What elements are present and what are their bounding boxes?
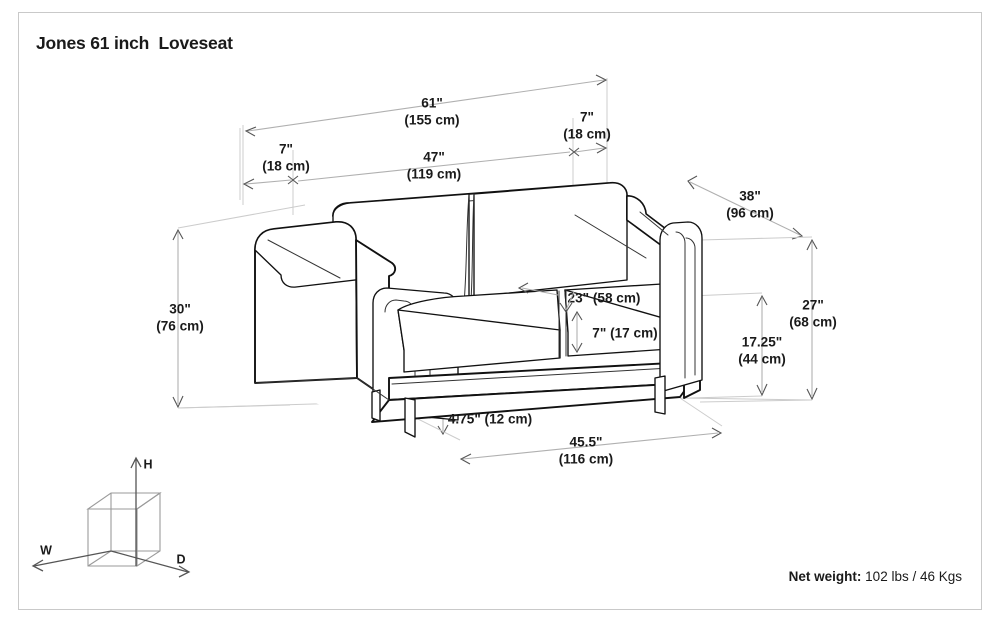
base-rail-line <box>391 366 689 385</box>
arrow-seat-depth-left <box>517 282 529 294</box>
legend-label-depth: D <box>176 552 185 566</box>
leg-front-left <box>404 397 416 438</box>
arm-left-crease <box>267 239 341 279</box>
ext-line-455-right <box>679 397 723 427</box>
ext-line-1725-bottom <box>689 395 763 399</box>
dim-label-height-metric: (76 cm) <box>156 319 204 334</box>
dim-label-cushion-thickness: 7" (17 cm) <box>592 326 657 341</box>
arrow-cushion-top <box>571 310 583 322</box>
dim-label-inside-width-imperial: 47" <box>423 150 445 165</box>
arm-right-groove-inner <box>685 237 696 376</box>
back-cushion-seam-2 <box>470 193 475 301</box>
ext-line-27-top <box>699 236 813 241</box>
dim-line-arm-r <box>574 147 605 153</box>
dim-label-inside-width-metric: (119 cm) <box>407 167 461 182</box>
page-title: Jones 61 inch Loveseat <box>36 33 233 53</box>
dim-label-arm-left-imperial: 7" <box>279 142 293 157</box>
sofa-left-bottom-edge <box>254 377 358 384</box>
legend-axis-width <box>33 550 112 567</box>
ext-line-27-bottom <box>699 399 813 403</box>
arrow-cushion-bottom <box>571 342 583 354</box>
arrow-30-bottom <box>172 395 184 409</box>
dim-line-47 <box>297 151 571 182</box>
dim-label-overall-width-imperial: 61" <box>421 96 443 111</box>
arrow-arm-l <box>242 178 255 190</box>
legend-cube-right-face <box>136 491 161 568</box>
arm-left-bottom-edge <box>356 377 390 401</box>
seat-cushion-left-front <box>397 309 561 373</box>
arrow-455-right <box>711 427 723 439</box>
legend-axis-depth <box>110 550 189 573</box>
dim-label-arm-right-imperial: 7" <box>580 110 594 125</box>
ext-line-30-top <box>177 204 306 229</box>
dim-label-arm-height-metric: (68 cm) <box>789 315 837 330</box>
legend-arrow-depth <box>178 565 191 578</box>
back-cushion-right <box>473 182 628 298</box>
arm-right-back-crease <box>574 214 647 259</box>
arm-right-crease <box>639 211 669 236</box>
back-cushion-seam <box>463 194 470 304</box>
arrow-27-bottom <box>806 387 818 401</box>
dim-label-seat-height-metric: (44 cm) <box>738 352 786 367</box>
legend-label-height: H <box>143 457 152 471</box>
dim-line-61 <box>247 79 605 132</box>
arrow-38-top <box>687 175 698 190</box>
arrow-seat-depth-down <box>559 302 573 313</box>
dim-label-depth-imperial: 38" <box>739 189 761 204</box>
leg-front-right <box>654 375 666 415</box>
ground-guide-right <box>679 397 813 401</box>
arm-right-groove-inner-2 <box>675 231 686 379</box>
arrow-38-bottom <box>791 227 804 240</box>
xmark-arm-r <box>568 147 580 157</box>
arrow-455-left <box>459 453 472 465</box>
dim-label-arm-left-metric: (18 cm) <box>262 159 310 174</box>
net-weight-label: Net weight: <box>788 569 862 584</box>
legend-cube-front-face <box>87 508 138 567</box>
dim-label-arm-right-metric: (18 cm) <box>563 127 611 142</box>
leg-back-left <box>371 389 381 422</box>
dim-line-455 <box>462 432 719 460</box>
legend-label-width: W <box>40 543 52 557</box>
dim-label-base-depth-imperial: 45.5" <box>570 435 603 450</box>
arrow-arm-r <box>595 142 608 154</box>
arrow-475-bottom <box>437 424 449 436</box>
net-weight-value: 102 lbs / 46 Kgs <box>861 569 962 584</box>
arrow-61-right <box>595 74 608 86</box>
pointer-seat-depth-left <box>521 287 559 296</box>
arrow-1725-top <box>756 294 768 307</box>
dim-label-height-imperial: 30" <box>169 302 191 317</box>
dim-line-38 <box>689 181 801 236</box>
dim-label-seat-height-imperial: 17.25" <box>742 335 782 350</box>
arrow-30-top <box>172 228 184 241</box>
dim-label-arm-height-imperial: 27" <box>802 298 824 313</box>
legend-arrow-height <box>130 456 142 469</box>
dim-label-base-depth-metric: (116 cm) <box>559 452 613 467</box>
arrow-1725-bottom <box>756 383 768 397</box>
xmark-arm-l <box>287 175 299 185</box>
pointer-seat-depth-down <box>565 291 575 311</box>
arrow-27-top <box>806 238 818 251</box>
dim-label-leg-height: 4.75" (12 cm) <box>448 412 532 427</box>
dim-label-overall-width-metric: (155 cm) <box>404 113 459 128</box>
net-weight: Net weight: 102 lbs / 46 Kgs <box>789 569 962 584</box>
arrow-61-left <box>244 126 257 137</box>
dim-label-depth-metric: (96 cm) <box>726 206 774 221</box>
dim-label-seat-depth: 23" (58 cm) <box>568 291 641 306</box>
dim-line-arm-l <box>245 179 292 185</box>
legend-arrow-width <box>31 559 44 572</box>
